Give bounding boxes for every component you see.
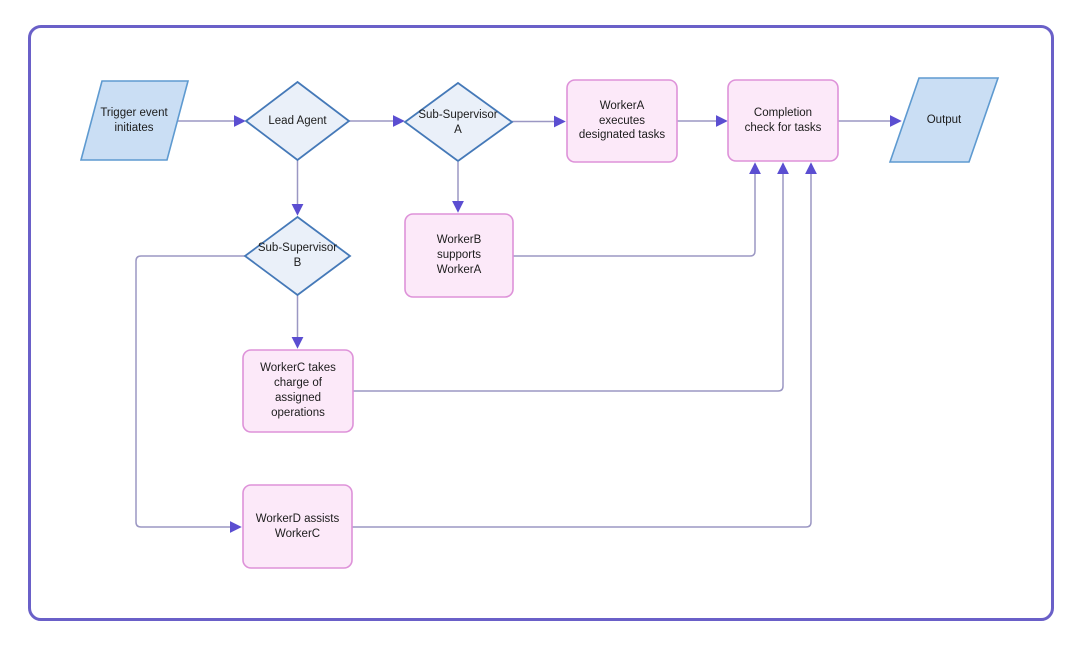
- edge-sub-b-to-worker-d: [135, 255, 245, 533]
- node-shape-trigger-event: [79, 80, 190, 161]
- node-shape-sub-supervisor-b: [243, 215, 352, 297]
- edge-worker-b-to-completion: [513, 162, 761, 257]
- node-layer: [79, 77, 1000, 569]
- node-shape-sub-supervisor-a: [403, 81, 514, 163]
- edge-worker-d-to-completion: [352, 162, 817, 528]
- node-shape-worker-d: [242, 484, 353, 569]
- diagram-frame-border: [28, 25, 1054, 621]
- node-shape-output: [888, 77, 1000, 163]
- node-shape-worker-b: [404, 213, 514, 298]
- node-shape-completion-check: [727, 79, 839, 162]
- node-shape-worker-a: [566, 79, 678, 163]
- node-shape-worker-c: [242, 349, 354, 433]
- edge-worker-c-to-completion: [353, 162, 789, 392]
- node-shape-lead-agent: [244, 80, 351, 162]
- edge-layer: [135, 115, 902, 533]
